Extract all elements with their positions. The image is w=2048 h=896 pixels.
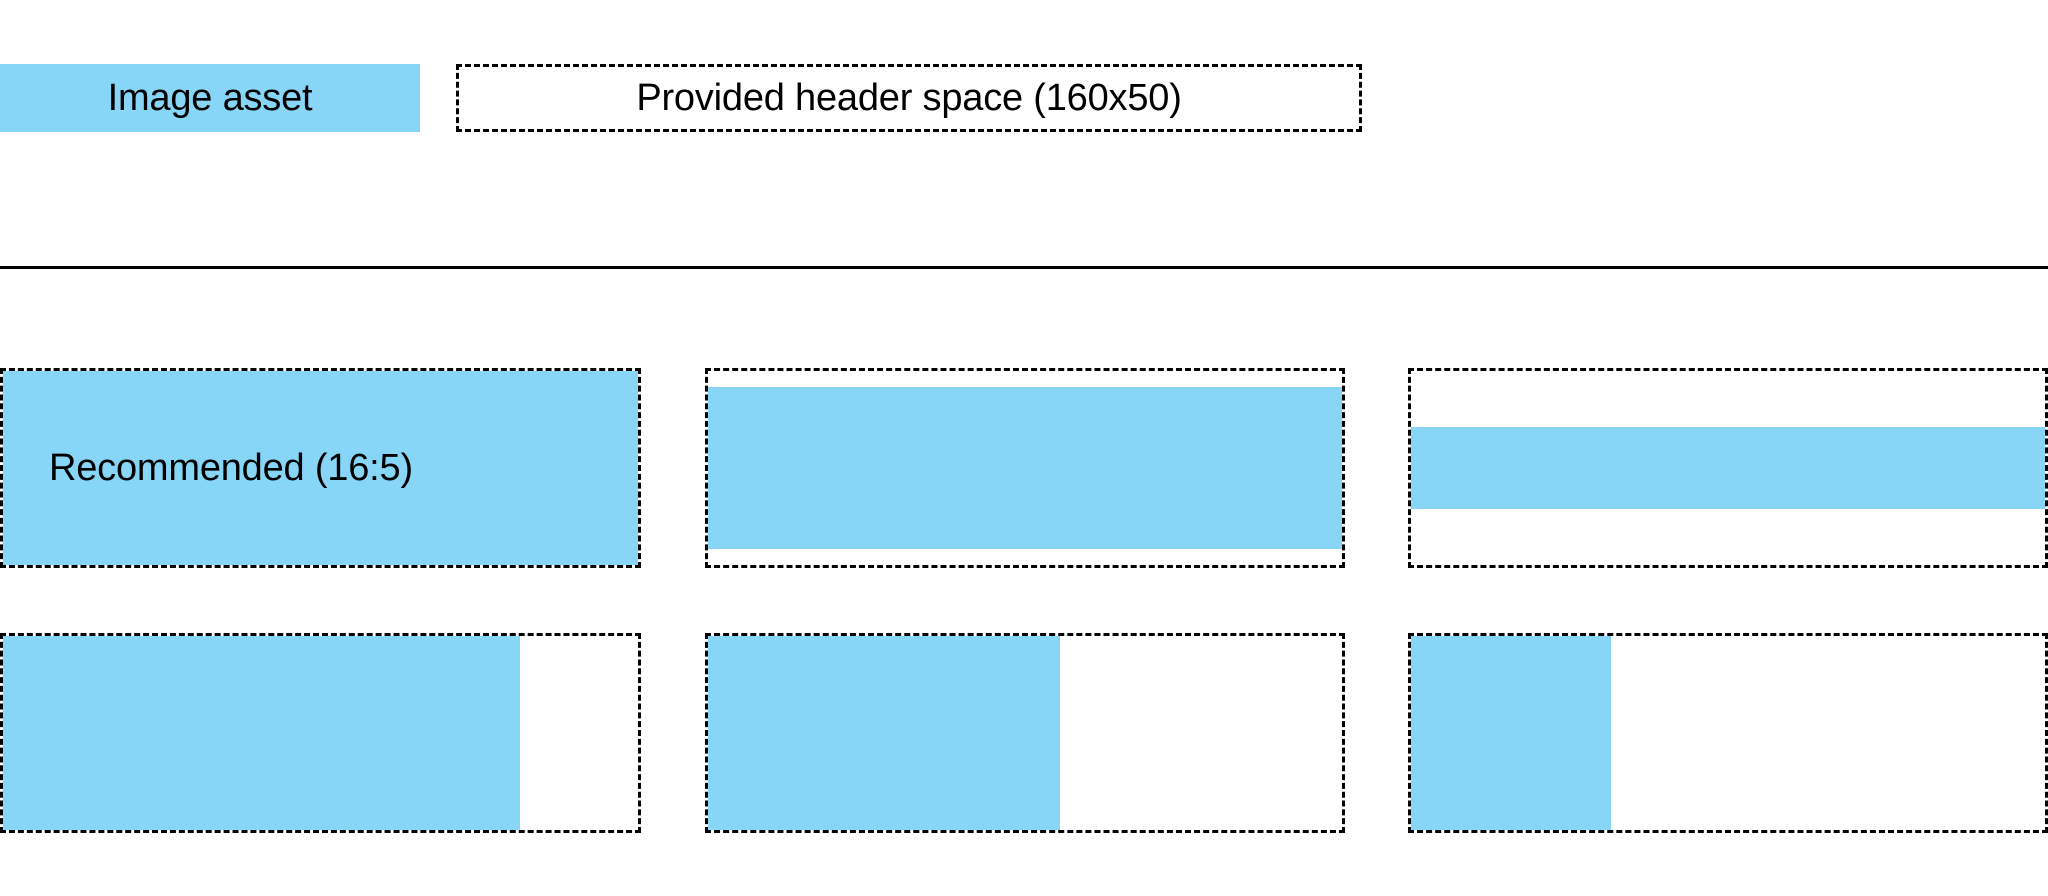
image-asset-label: Image asset: [107, 77, 313, 119]
specimen-full-width-inset: [705, 368, 1345, 568]
specimen-left-aligned-55: [705, 633, 1345, 833]
image-fill: [1411, 636, 1611, 830]
specimen-center-band: [1408, 368, 2048, 568]
section-divider: [0, 266, 2048, 269]
provided-header-space-box: Provided header space (160x50): [456, 64, 1362, 132]
image-fill: [708, 636, 1060, 830]
provided-header-space-label: Provided header space (160x50): [636, 77, 1182, 119]
specimen-recommended-16-5: Recommended (16:5): [0, 368, 641, 568]
recommended-label: Recommended (16:5): [49, 447, 413, 489]
image-fill: [3, 636, 520, 830]
image-fill: [3, 371, 638, 565]
image-fill: [1411, 427, 2045, 509]
image-fill: [708, 387, 1342, 549]
specimen-left-aligned-80: [0, 633, 641, 833]
specimen-left-aligned-31: [1408, 633, 2048, 833]
image-asset-swatch: Image asset: [0, 64, 420, 132]
header-legend-row: Image asset Provided header space (160x5…: [0, 64, 2048, 132]
